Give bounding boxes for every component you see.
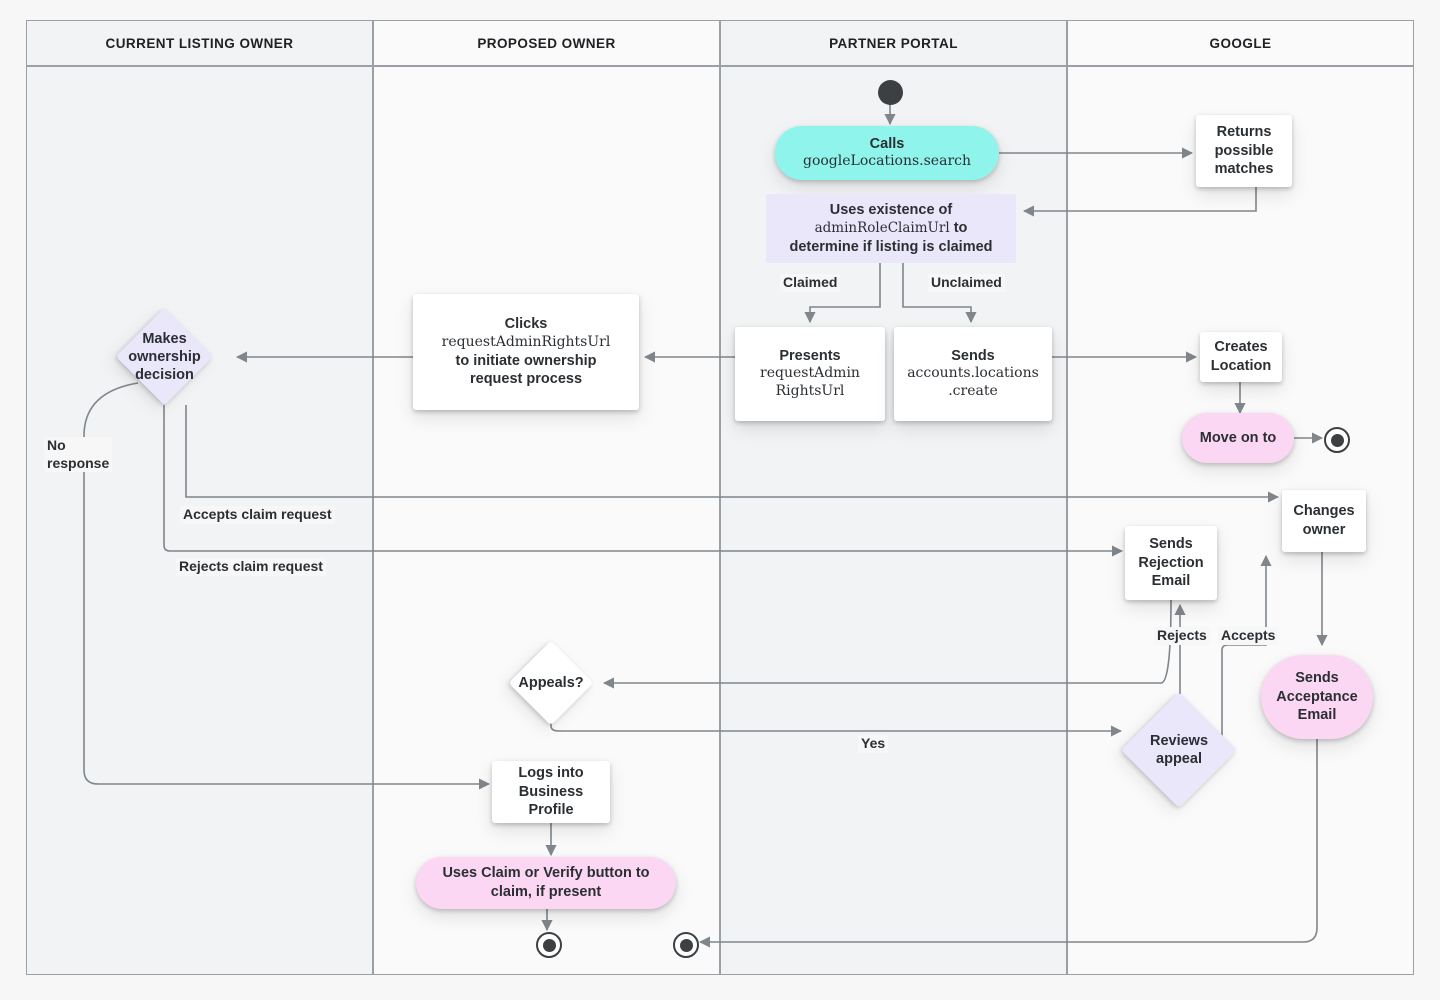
edge-uses-to-presents xyxy=(804,263,881,324)
code-requestadminrightsurl: requestAdminRightsUrl xyxy=(441,333,611,350)
lane-header-proposed-owner: PROPOSED OWNER xyxy=(373,20,720,66)
lane-body-proposed-owner xyxy=(373,66,720,975)
edge-returns-to-uses xyxy=(1022,187,1257,217)
node-label: Move on to xyxy=(1199,429,1277,446)
node-line-3: determine if listing is claimed xyxy=(789,238,993,255)
node-move-on-to[interactable]: Move on to xyxy=(1182,413,1294,463)
edge-label-no-response: No response xyxy=(44,437,113,472)
node-label: Creates Location xyxy=(1210,339,1272,374)
node-line-1: Calls xyxy=(869,135,905,152)
edge-label-accepts: Accepts xyxy=(1218,627,1279,645)
node-sends-acceptance-email[interactable]: Sends Acceptance Email xyxy=(1261,655,1373,739)
end-node-proposed-owner-accepted xyxy=(673,932,699,958)
edge-acceptanceemail-to-end xyxy=(698,733,1318,948)
end-node-proposed-owner-claim xyxy=(536,932,562,958)
node-label: Sends Rejection Email xyxy=(1138,536,1204,590)
edge-decision-noresponse-to-logsinto xyxy=(83,382,491,790)
node-line-4: request process xyxy=(469,371,583,388)
edge-decision-accepts-to-changesowner xyxy=(185,405,1280,503)
edge-reviewsappeal-accepts-to-changesowner xyxy=(1221,554,1272,745)
node-creates-location[interactable]: Creates Location xyxy=(1200,332,1282,382)
edge-label-accepts-claim-request: Accepts claim request xyxy=(180,506,335,524)
edge-appeals-yes-to-reviewsappeal xyxy=(550,718,1123,737)
node-label: Logs into Business Profile xyxy=(518,765,584,819)
node-reviews-appeal[interactable]: Reviews appeal xyxy=(1121,692,1237,808)
node-sends-rejection-email[interactable]: Sends Rejection Email xyxy=(1125,526,1217,600)
node-line-2: adminRoleClaimUrl to xyxy=(815,219,968,238)
node-label: Sends Acceptance Email xyxy=(1276,670,1358,724)
node-line-1: Presents xyxy=(779,347,841,364)
edge-label-claimed: Claimed xyxy=(780,274,841,292)
node-line-2: accounts.locations .create xyxy=(907,365,1039,400)
node-sends-accounts-locations-create[interactable]: Sends accounts.locations .create xyxy=(894,327,1052,421)
node-calls-googlelocations-search[interactable]: Calls googleLocations.search xyxy=(775,126,999,180)
end-node-google xyxy=(1324,427,1350,453)
node-uses-claim-or-verify-button[interactable]: Uses Claim or Verify button to claim, if… xyxy=(416,857,676,909)
lane-header-label: PROPOSED OWNER xyxy=(477,35,616,51)
node-line-1: Uses existence of xyxy=(829,201,953,218)
node-label: Makes ownership decision xyxy=(128,330,201,383)
node-presents-requestadminrightsurl[interactable]: Presents requestAdmin RightsUrl xyxy=(735,327,885,421)
edge-label-rejects: Rejects xyxy=(1154,627,1210,645)
node-makes-ownership-decision[interactable]: Makes ownership decision xyxy=(115,307,214,406)
node-line-2: googleLocations.search xyxy=(802,153,971,170)
node-line-1: Sends xyxy=(951,347,995,364)
lane-header-google: GOOGLE xyxy=(1067,20,1414,66)
node-returns-possible-matches[interactable]: Returns possible matches xyxy=(1196,115,1292,187)
node-line-3: to initiate ownership xyxy=(455,352,597,369)
node-line-2-tail: to xyxy=(949,220,968,237)
edge-rejectionemail-to-appeals xyxy=(602,599,1172,689)
node-uses-existence-adminroleclaimurl[interactable]: Uses existence of adminRoleClaimUrl to d… xyxy=(766,194,1016,263)
edge-uses-to-sends-create xyxy=(902,263,977,324)
edge-label-yes: Yes xyxy=(858,735,889,753)
node-label: Changes owner xyxy=(1293,503,1355,538)
node-label: Appeals? xyxy=(518,674,584,691)
start-node-partner-portal xyxy=(878,80,903,105)
lane-header-label: CURRENT LISTING OWNER xyxy=(105,35,294,51)
node-appeals-decision[interactable]: Appeals? xyxy=(508,640,594,726)
lane-header-label: GOOGLE xyxy=(1209,35,1272,51)
node-line-2: requestAdmin RightsUrl xyxy=(760,365,860,400)
code-adminroleclaimurl: adminRoleClaimUrl xyxy=(814,220,950,237)
lane-header-current-listing-owner: CURRENT LISTING OWNER xyxy=(26,20,373,66)
lane-header-label: PARTNER PORTAL xyxy=(829,35,958,51)
node-logs-into-business-profile[interactable]: Logs into Business Profile xyxy=(492,761,610,823)
node-clicks-requestadminrightsurl[interactable]: Clicks requestAdminRightsUrl to initiate… xyxy=(413,294,639,410)
node-label: Reviews appeal xyxy=(1149,732,1209,767)
edge-label-unclaimed: Unclaimed xyxy=(928,274,1005,292)
node-label: Uses Claim or Verify button to claim, if… xyxy=(442,865,650,900)
edge-decision-rejects-to-rejectionemail xyxy=(163,405,1124,557)
node-label: Returns possible matches xyxy=(1214,124,1274,178)
lane-header-partner-portal: PARTNER PORTAL xyxy=(720,20,1067,66)
node-line-1: Clicks xyxy=(504,316,548,333)
edge-label-rejects-claim-request: Rejects claim request xyxy=(176,558,326,576)
node-changes-owner[interactable]: Changes owner xyxy=(1282,490,1366,552)
